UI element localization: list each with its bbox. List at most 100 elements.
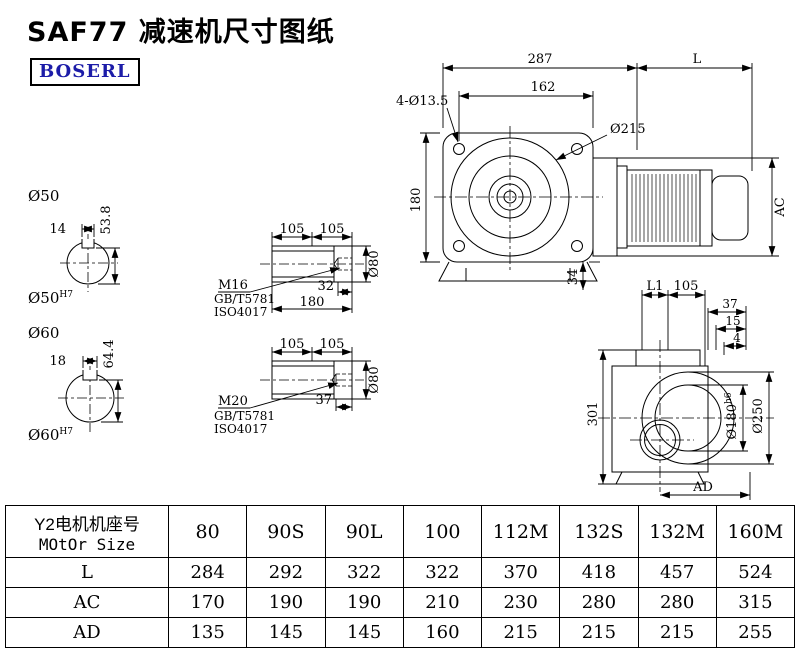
shaft50-key-height: 53.8 (99, 206, 114, 235)
bolt-hole (571, 240, 583, 252)
table-col-header: 160M (715, 505, 796, 558)
table-col-header: 112M (480, 505, 561, 558)
flange-dia-label: Ø215 (610, 122, 645, 137)
table-cell: 322 (402, 557, 483, 588)
table-cell: 190 (324, 587, 404, 618)
m20-dim-105b: 105 (320, 337, 345, 352)
m16-dim-105b: 105 (320, 222, 345, 237)
table-cell: 322 (324, 557, 404, 588)
flange-circle (450, 137, 570, 257)
technical-drawing: 287 L 162 4-Ø13.5 Ø215 180 34 AC Ø50 14 … (28, 52, 788, 500)
hub-dia-label: Ø180h6 (724, 392, 740, 439)
table-cell: 280 (559, 587, 639, 618)
row-label: L (5, 557, 169, 588)
shaft-section-50-labels: Ø50 14 53.8 Ø50H7 (28, 187, 114, 307)
page-title: SAF77 减速机尺寸图纸 (27, 17, 335, 48)
dim-180: 180 (409, 188, 424, 213)
m16-std-gb: GB/T5781 (214, 292, 275, 306)
motor-flange (592, 157, 618, 257)
shaft60-bore-label: Ø60H7 (28, 426, 73, 444)
main-view-dim-lines (420, 63, 779, 290)
table-cell: 215 (480, 617, 561, 648)
m16-dia-80: Ø80 (367, 250, 382, 277)
dim-motor-length: L (693, 52, 702, 67)
table-cell: 280 (637, 587, 717, 618)
table-cell: 145 (324, 617, 404, 648)
table-col-header: 90L (324, 505, 404, 558)
table-cell: 370 (480, 557, 561, 588)
m20-std-iso: ISO4017 (214, 422, 267, 436)
bolt-hole (453, 143, 465, 155)
m20-thread-label: M20 (218, 394, 248, 409)
table-row-L: L 284 292 322 322 370 418 457 524 (5, 557, 796, 588)
dim-ad: AD (692, 480, 713, 495)
table-cell: 215 (637, 617, 717, 648)
m16-length-180: 180 (300, 295, 325, 310)
table-cell: 210 (402, 587, 483, 618)
table-cell: 170 (167, 587, 248, 618)
gearbox-base (438, 261, 598, 282)
table-cell: 190 (246, 587, 326, 618)
shaft60-key-height: 64.4 (102, 340, 117, 369)
table-cell: 418 (559, 557, 639, 588)
table-cell: 215 (559, 617, 639, 648)
dimension-table: Y2电机机座号 MOtOr Size 80 90S 90L 100 112M 1… (5, 505, 796, 648)
motor-end-cap (711, 175, 749, 241)
table-col-header: 132M (637, 505, 717, 558)
shaft-section-60-labels: Ø60 18 64.4 Ø60H7 (28, 324, 117, 444)
table-cell: 315 (715, 587, 796, 618)
row-label: AC (5, 587, 169, 618)
table-col-header: 80 (167, 505, 248, 558)
shaft-detail-m20-labels: 105 105 M20 GB/T5781 ISO4017 37 Ø80 (214, 337, 382, 436)
m20-std-gb: GB/T5781 (214, 409, 275, 423)
m16-std-iso: ISO4017 (214, 305, 267, 319)
keyway-60 (82, 370, 98, 381)
bolt-hole (571, 143, 583, 155)
shaft-section-60 (58, 356, 124, 432)
shaft-m20-dim-lines (218, 347, 371, 411)
table-cell: 284 (167, 557, 248, 588)
header-en: MOtOr Size (38, 534, 136, 554)
dim-34: 34 (566, 269, 581, 286)
header-cn: Y2电机机座号 (34, 514, 140, 534)
main-view-geometry (434, 126, 749, 282)
motor-fins (631, 174, 697, 242)
m20-dim-105a: 105 (280, 337, 305, 352)
shaft60-dia-label: Ø60 (28, 324, 59, 342)
shaft-detail-m16-labels: 105 105 M16 GB/T5781 ISO4017 32 180 Ø80 (214, 222, 382, 319)
bolt-hole (453, 240, 465, 252)
shaft50-key-width: 14 (49, 222, 66, 237)
table-header-row: Y2电机机座号 MOtOr Size 80 90S 90L 100 112M 1… (5, 505, 796, 558)
table-cell: 292 (246, 557, 326, 588)
bolt-holes-label: 4-Ø13.5 (396, 94, 448, 109)
table-cell: 230 (480, 587, 561, 618)
shaft-section-50 (60, 224, 120, 292)
dim-301: 301 (586, 402, 601, 427)
dim-37: 37 (722, 297, 737, 311)
row-label: AD (5, 617, 169, 648)
side-base (615, 471, 705, 485)
m20-dia-80: Ø80 (367, 366, 382, 393)
gearbox-housing (442, 132, 594, 263)
dim-15: 15 (725, 314, 740, 328)
table-cell: 135 (167, 617, 248, 648)
motor-body (626, 169, 701, 247)
table-row-AD: AD 135 145 145 160 215 215 215 255 (5, 617, 796, 648)
shaft50-bore-label: Ø50H7 (28, 289, 73, 307)
dim-105: 105 (674, 279, 699, 294)
shaft-detail-m16-geometry (218, 232, 371, 313)
shaft-m16-dim-lines (218, 232, 371, 313)
side-view-geometry (598, 290, 774, 500)
table-col-header: 132S (559, 505, 639, 558)
dim-162: 162 (531, 80, 556, 95)
m16-dim-105a: 105 (280, 222, 305, 237)
m16-thread-depth: 32 (317, 279, 334, 294)
m16-thread-label: M16 (218, 278, 248, 293)
dim-287: 287 (528, 52, 553, 67)
table-cell: 457 (637, 557, 717, 588)
main-view-labels: 287 L 162 4-Ø13.5 Ø215 180 34 AC (396, 52, 788, 285)
dim-l1: L1 (647, 279, 664, 294)
side-view-dim-lines (598, 290, 774, 500)
table-cell: 255 (715, 617, 796, 648)
table-header-motor-size: Y2电机机座号 MOtOr Size (5, 505, 169, 558)
